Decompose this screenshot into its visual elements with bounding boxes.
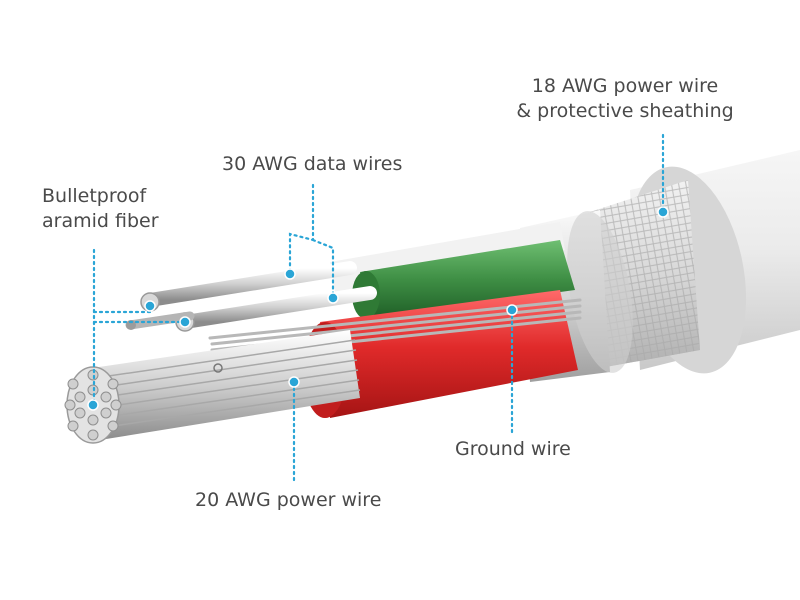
label-20awg-power-wire: 20 AWG power wire bbox=[195, 489, 382, 511]
label-18awg-line2: & protective sheathing bbox=[516, 100, 734, 122]
label-30awg-data-wires: 30 AWG data wires bbox=[222, 153, 403, 175]
aramid-fiber-strand bbox=[125, 311, 195, 330]
power-wire-20awg-bundle bbox=[64, 330, 361, 444]
callout-leaders bbox=[92, 133, 665, 482]
label-aramid-fiber: Bulletproof aramid fiber bbox=[42, 184, 159, 234]
label-18awg-sheathing: 18 AWG power wire & protective sheathing bbox=[515, 74, 735, 124]
label-aramid-line2: aramid fiber bbox=[42, 210, 159, 232]
label-ground-wire: Ground wire bbox=[455, 438, 571, 460]
callout-dots bbox=[87, 206, 669, 411]
label-18awg-line1: 18 AWG power wire bbox=[531, 75, 719, 97]
label-aramid-line1: Bulletproof bbox=[42, 185, 147, 207]
